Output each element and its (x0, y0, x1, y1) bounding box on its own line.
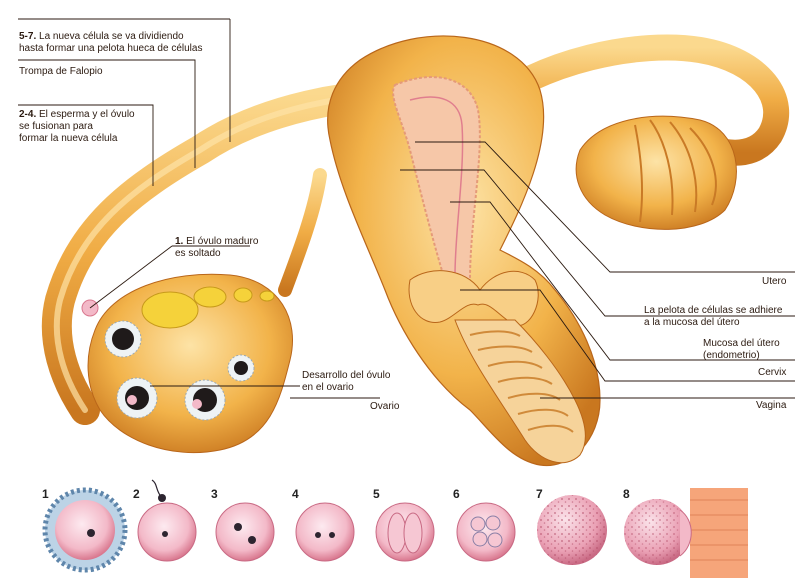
label-ovum-development: Desarrollo del óvulo en el ovario (302, 370, 391, 393)
stage-number-5: 5 (373, 487, 380, 501)
stage-number-7: 7 (536, 487, 543, 501)
stage-4-zygote (295, 502, 355, 562)
label-ovum-released: 1. El óvulo maduro es soltado (175, 236, 259, 259)
development-stages (42, 479, 748, 578)
stage-number-3: 3 (211, 487, 218, 501)
stage-8-implantation (624, 488, 748, 578)
stage-5-cleavage (375, 502, 435, 562)
ovarian-follicles (81, 286, 275, 421)
right-fallopian-tube (467, 34, 790, 166)
stage-number-1: 1 (42, 487, 49, 501)
stage-6-morula (456, 502, 516, 562)
stage-number-8: 8 (623, 487, 630, 501)
label-cell-ball: 5-7. La nueva célula se va dividiendo ha… (19, 31, 203, 54)
stage-number-2: 2 (133, 487, 140, 501)
label-cervix: Cervix (758, 367, 787, 378)
leader-lines (18, 18, 795, 399)
label-ovary: Ovario (370, 401, 400, 412)
stage-2-fertilization (137, 479, 197, 562)
stage-number-4: 4 (292, 487, 299, 501)
stage-1-ovum (42, 487, 128, 573)
vagina (454, 319, 586, 464)
label-fusion: 2-4. El esperma y el óvulo se fusionan p… (19, 109, 135, 144)
uterine-lining (392, 76, 481, 300)
right-fimbriae (575, 115, 737, 230)
label-endometrium: Mucosa del útero (endometrio) (703, 338, 780, 361)
label-uterus: Utero (762, 276, 787, 287)
stage-7-blastocyst (537, 495, 607, 565)
label-cells-adhere: La pelota de células se adhiere a la muc… (644, 305, 783, 328)
label-vagina: Vagina (756, 400, 787, 411)
label-fallopian-tube: Trompa de Falopio (19, 66, 103, 77)
stage-3-pronuclei (215, 502, 275, 562)
stage-number-6: 6 (453, 487, 460, 501)
